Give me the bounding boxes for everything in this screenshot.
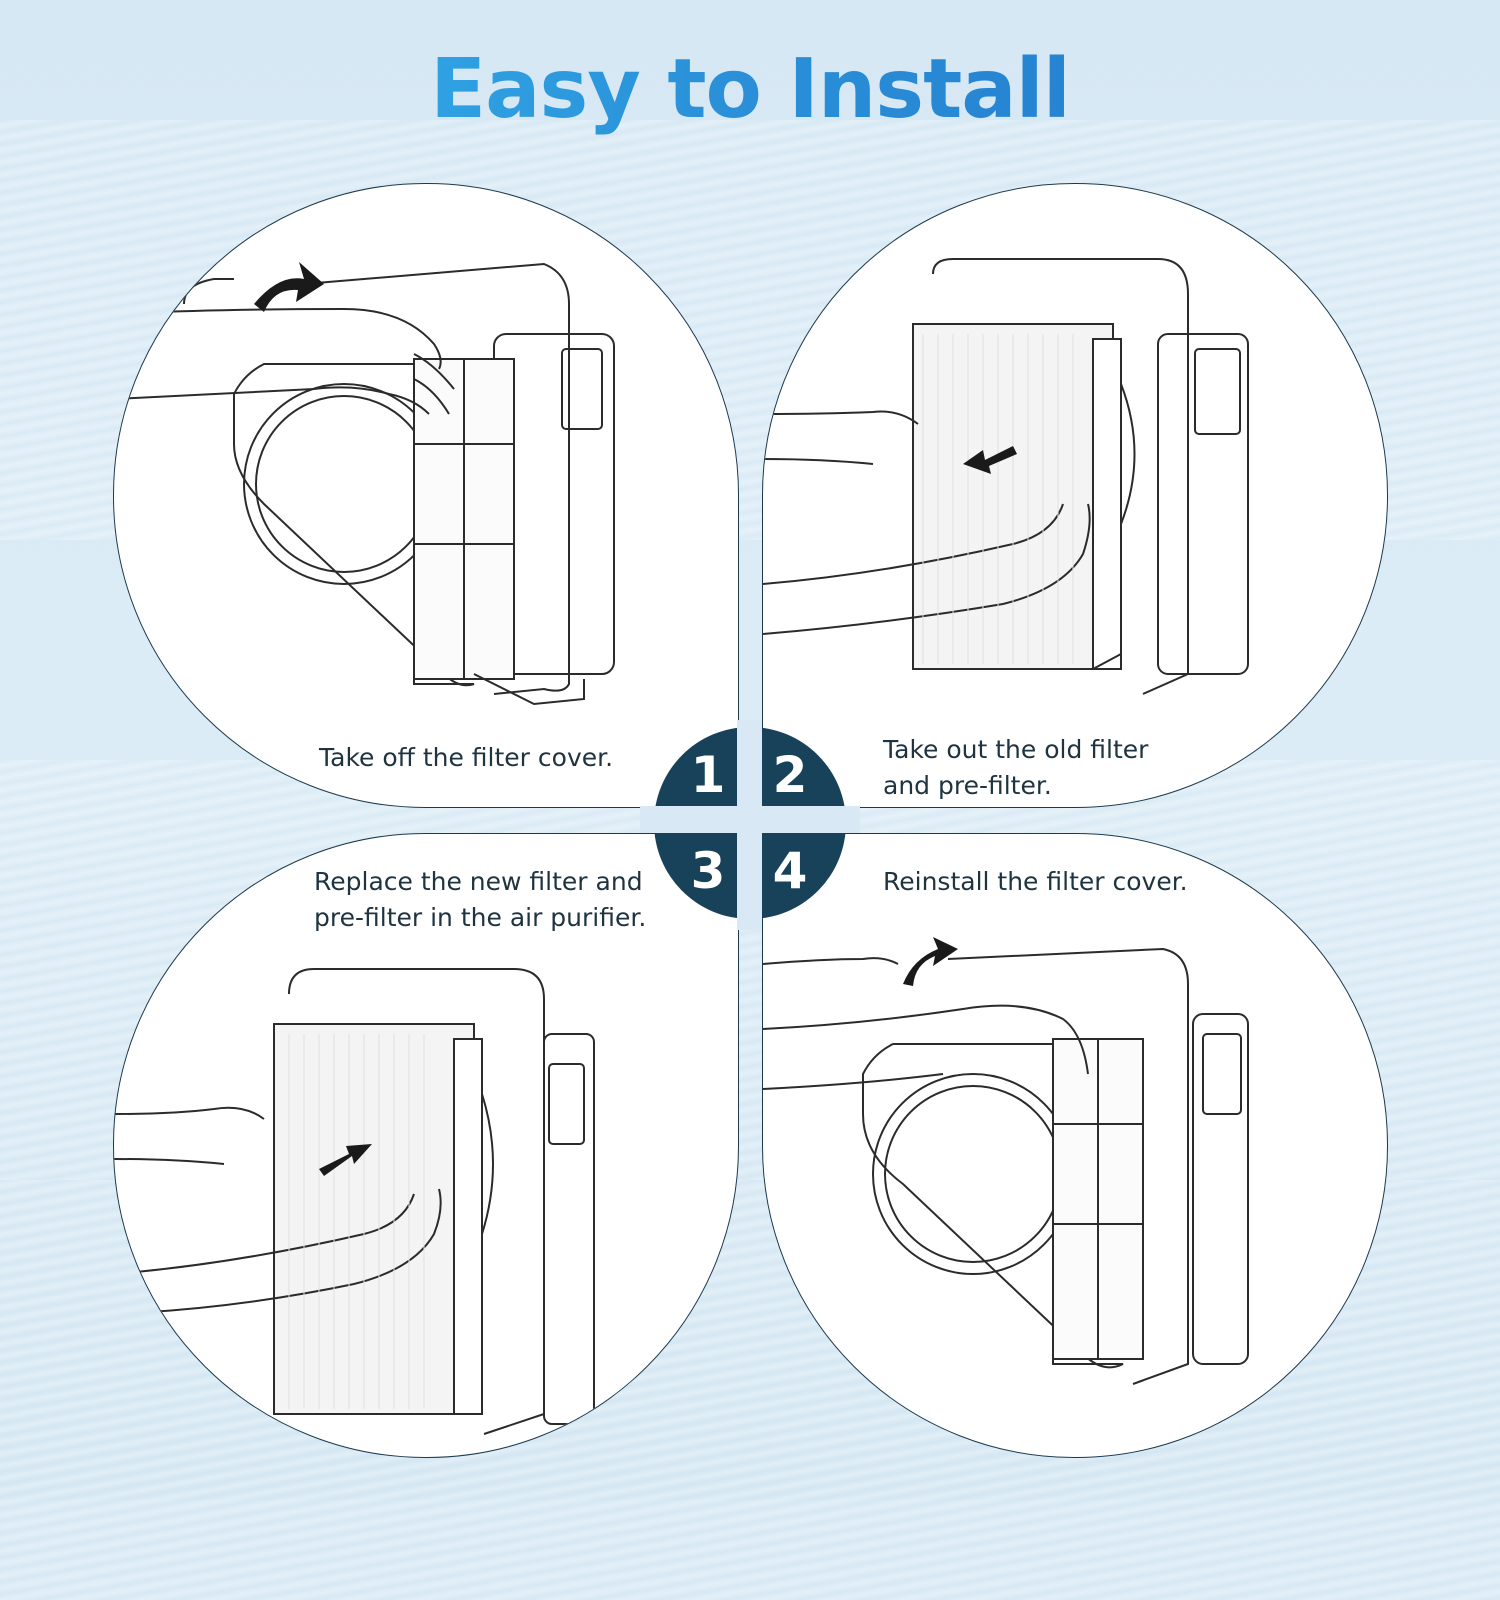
step-panel-2: Take out the old filter and pre-filter. (762, 183, 1388, 808)
air-purifier-icon (763, 937, 1249, 1385)
step-number-2: 2 (772, 746, 808, 804)
step-2-caption: Take out the old filter and pre-filter. (883, 735, 1149, 800)
step-number-4: 4 (772, 842, 808, 900)
step-4-caption: Reinstall the filter cover. (883, 867, 1188, 896)
step-panel-1: Take off the filter cover. (113, 183, 739, 808)
page-title: Easy to Install (0, 42, 1500, 137)
arrow-icon (254, 262, 324, 312)
air-purifier-icon (763, 258, 1249, 695)
step-panel-3: Replace the new filter and pre-filter in… (113, 833, 739, 1458)
step-number-1: 1 (690, 746, 726, 804)
divider (640, 806, 860, 833)
step-number-3: 3 (690, 842, 726, 900)
arrow-icon (903, 937, 958, 986)
arrow-icon (963, 446, 1017, 474)
air-purifier-icon (114, 968, 595, 1435)
air-purifier-icon (114, 262, 615, 706)
step-panel-4: Reinstall the filter cover. (762, 833, 1388, 1458)
arrow-icon (319, 1144, 372, 1176)
step-1-caption: Take off the filter cover. (319, 743, 614, 772)
step-3-caption: Replace the new filter and pre-filter in… (314, 867, 647, 932)
